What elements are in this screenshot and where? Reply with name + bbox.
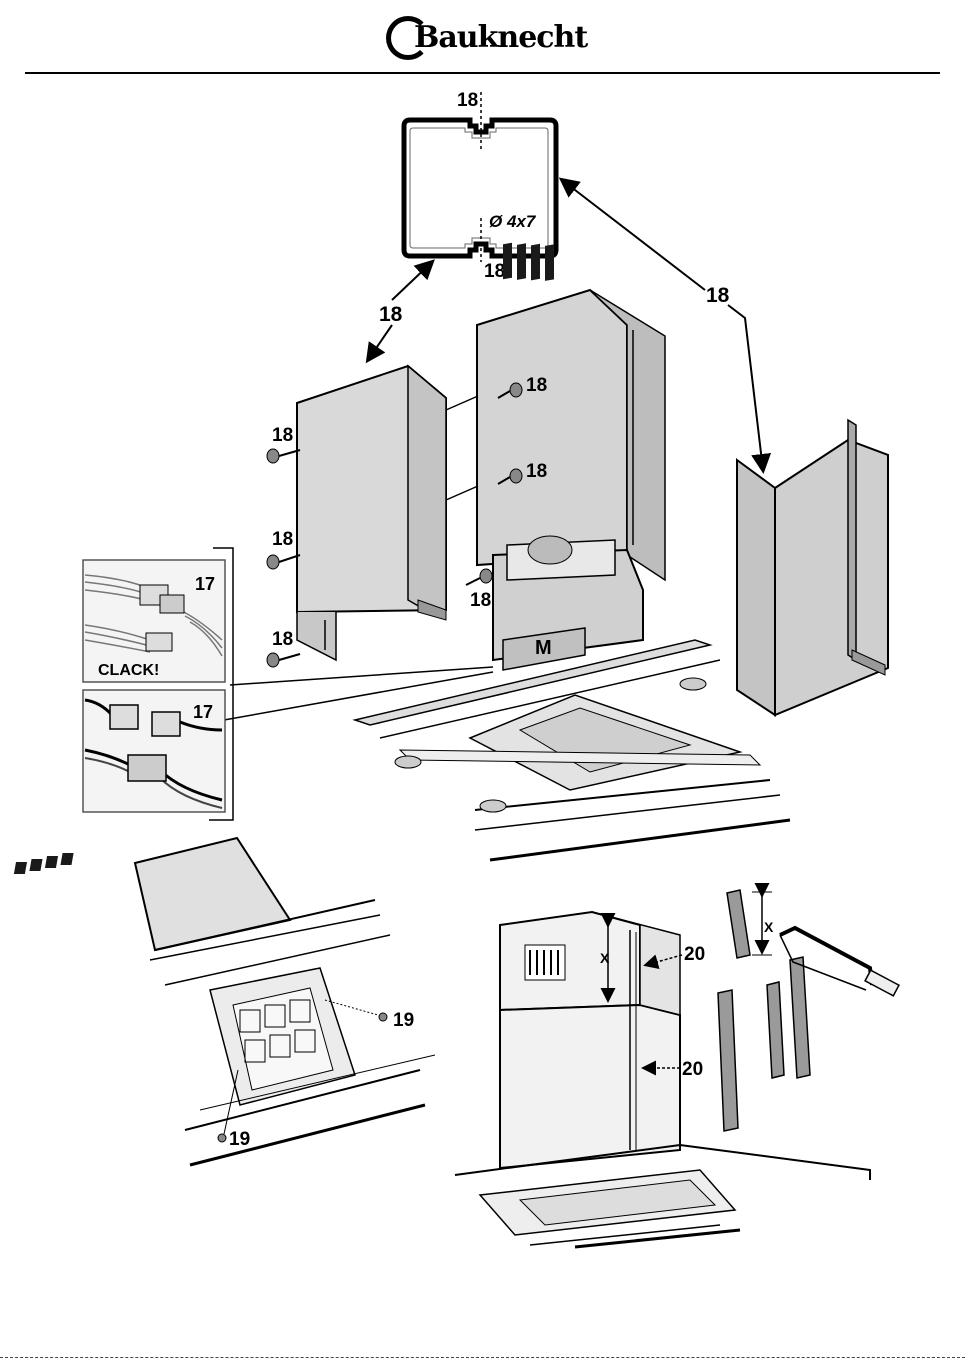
label-18-right-arrow: 18	[706, 284, 730, 307]
left-screws: 18 18 18	[267, 425, 300, 667]
label-20-upper: 20	[684, 944, 705, 965]
label-18-center-screw-1: 18	[526, 375, 547, 396]
connector-inset-top: 17 CLACK!	[83, 560, 225, 682]
label-18-center-screw-2: 18	[526, 461, 547, 482]
vent-grille-icon	[14, 853, 74, 874]
label-20-lower: 20	[682, 1059, 703, 1080]
arrow-icon	[562, 180, 705, 290]
label-18-left-arrow: 18	[379, 303, 403, 326]
arrow-icon	[392, 262, 432, 300]
label-19-right: 19	[393, 1010, 414, 1031]
label-19-left: 19	[229, 1129, 250, 1150]
label-17-inset-bottom: 17	[193, 702, 213, 722]
connector-inset-bottom: 17	[83, 690, 225, 812]
clack-label: CLACK!	[98, 662, 159, 679]
vent-grille-icon	[525, 945, 565, 980]
arrow-icon	[368, 325, 392, 360]
dim-x-label-strip: X	[764, 919, 774, 935]
assembled-chimney: X 20 20	[455, 912, 870, 1247]
left-chimney-panel	[297, 366, 446, 660]
right-chimney-panel	[737, 420, 888, 715]
label-17-inset-top: 17	[195, 574, 215, 594]
label-18-center-screw-3: 18	[470, 590, 491, 611]
label-18-left-screw-3: 18	[272, 629, 293, 650]
trim-strips: X	[718, 890, 810, 1131]
arrow-icon	[728, 305, 763, 470]
hole-size-label: Ø 4x7	[489, 212, 537, 231]
motor-label: M	[535, 637, 552, 659]
screw-icon	[267, 449, 300, 463]
label-18-bottom: 18	[484, 261, 505, 282]
screw-icon	[218, 1134, 226, 1142]
label-18-top: 18	[457, 90, 478, 111]
canopy-underside: 19 19	[14, 838, 435, 1165]
label-18-left-screw-1: 18	[272, 425, 293, 446]
screw-icon	[379, 1013, 387, 1021]
footer-rule	[0, 1357, 965, 1358]
screw-icon	[267, 653, 300, 667]
screw-icon	[466, 569, 492, 585]
hood-canopy-top	[224, 640, 790, 860]
dim-x-label-chimney: X	[600, 950, 610, 966]
label-18-left-screw-2: 18	[272, 529, 293, 550]
screw-icon	[267, 555, 300, 569]
